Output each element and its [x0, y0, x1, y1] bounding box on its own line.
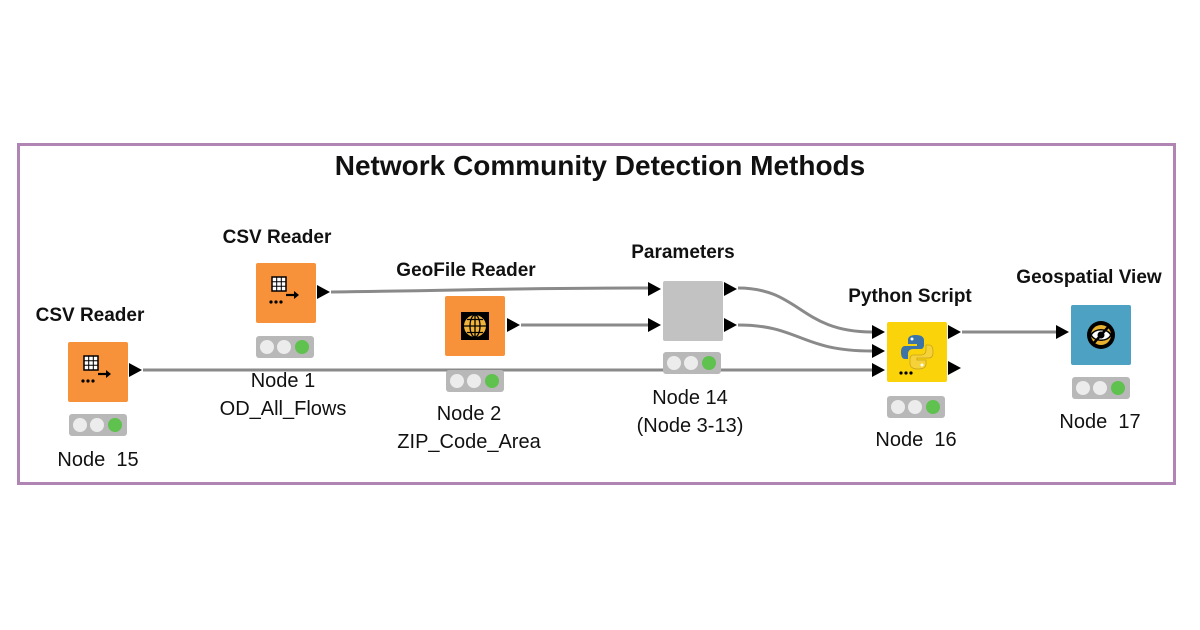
node14-input-port-1[interactable] [648, 282, 661, 296]
node17-box[interactable] [1071, 305, 1131, 365]
node16-status-light [887, 396, 945, 418]
node2-status-light [446, 370, 504, 392]
node16-label-line1: Node 16 [875, 429, 957, 451]
node17-input-port[interactable] [1056, 325, 1069, 339]
connection-node14-node16-b[interactable] [737, 323, 873, 353]
node17-label-line1: Node 17 [1059, 411, 1141, 433]
node16-output-port-2[interactable] [948, 361, 961, 375]
node15-status-light [69, 414, 127, 436]
map-view-icon [1087, 321, 1115, 349]
connection-node1-node14[interactable] [330, 286, 649, 294]
node1-label-line2: OD_All_Flows [219, 398, 347, 420]
node1-output-port[interactable] [317, 285, 330, 299]
node1-label[interactable]: Node 1 OD_All_Flows [220, 367, 347, 423]
annotation-title: Network Community Detection Methods [334, 150, 866, 181]
node16-label[interactable]: Node 16 [875, 426, 956, 454]
node1-status-light [256, 336, 314, 358]
node14-label-line2: (Node 3-13) [636, 415, 744, 437]
node15-label-line1: Node 15 [57, 449, 139, 471]
node2-label-line2: ZIP_Code_Area [397, 431, 541, 453]
node15-box[interactable] [68, 342, 128, 402]
node14-status-light [663, 352, 721, 374]
node14-output-port-2[interactable] [724, 318, 737, 332]
node16-output-port-1[interactable] [948, 325, 961, 339]
table-reader-icon [81, 355, 111, 383]
node14-label-line1: Node 14 [652, 387, 728, 409]
node2-title: GeoFile Reader [396, 260, 536, 281]
node2-output-port[interactable] [507, 318, 520, 332]
node14-box[interactable] [663, 281, 723, 341]
table-reader-icon [269, 276, 299, 304]
python-icon [899, 335, 934, 375]
node16-input-port-2[interactable] [872, 344, 885, 358]
node15-output-port[interactable] [129, 363, 142, 377]
node2-box[interactable] [445, 296, 505, 356]
node1-title: CSV Reader [222, 227, 332, 248]
node16-input-port-1[interactable] [872, 325, 885, 339]
node16-box[interactable] [887, 322, 947, 382]
node1-label-line1: Node 1 [250, 370, 316, 392]
node17-status-light [1072, 377, 1130, 399]
node17-title: Geospatial View [1016, 267, 1162, 288]
globe-icon [461, 312, 489, 340]
workflow-annotation-box [17, 143, 1176, 485]
node16-title: Python Script [848, 286, 972, 307]
node16-input-port-3[interactable] [872, 363, 885, 377]
node14-output-port-1[interactable] [724, 282, 737, 296]
node14-label[interactable]: Node 14 (Node 3-13) [637, 384, 744, 440]
node15-title: CSV Reader [35, 305, 145, 326]
node15-label[interactable]: Node 15 [57, 446, 138, 474]
node1-box[interactable] [256, 263, 316, 323]
connection-node14-node16-a[interactable] [737, 286, 873, 334]
node2-label[interactable]: Node 2 ZIP_Code_Area [397, 400, 540, 456]
node14-title: Parameters [631, 242, 735, 263]
node14-input-port-2[interactable] [648, 318, 661, 332]
node17-label[interactable]: Node 17 [1059, 408, 1140, 436]
node2-label-line1: Node 2 [436, 403, 502, 425]
